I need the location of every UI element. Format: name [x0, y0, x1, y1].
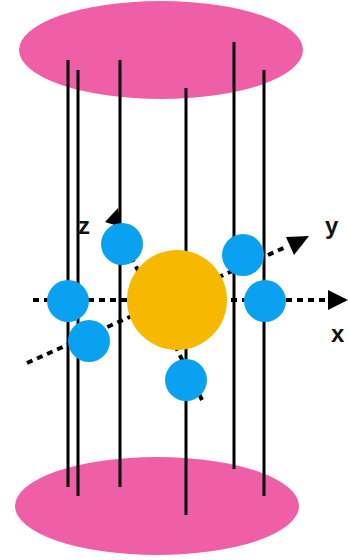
axis-label: x [331, 322, 344, 346]
axis-label: z [78, 214, 90, 238]
axes [27, 222, 328, 400]
top-electrode [19, 1, 303, 99]
outer-ions [47, 223, 286, 401]
bottom-electrode [15, 457, 299, 555]
central-ion [127, 250, 227, 350]
axis-label: y [325, 214, 338, 238]
vertical-wires [68, 42, 264, 515]
